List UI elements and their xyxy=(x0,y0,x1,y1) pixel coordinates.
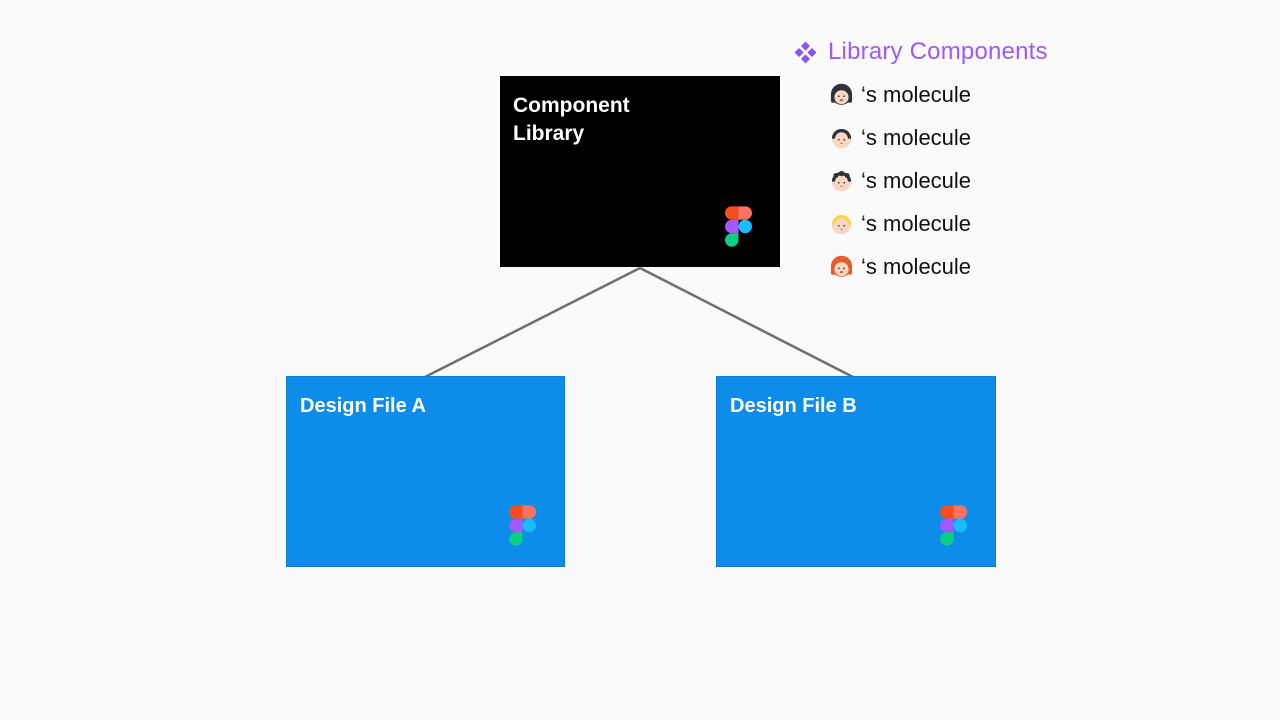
figma-logo-icon xyxy=(725,206,752,247)
legend-item: ‘s molecule xyxy=(828,124,1048,151)
avatar-woman-dark-hair-icon xyxy=(830,83,853,105)
avatar-person-dark-hair-icon xyxy=(831,128,852,149)
legend-header: Library Components xyxy=(792,38,1048,66)
figma-logo-icon xyxy=(940,505,967,546)
legend-item-label: ‘s molecule xyxy=(861,253,972,279)
legend-item-label: ‘s molecule xyxy=(861,167,972,193)
figma-logo-icon xyxy=(509,505,536,546)
design-file-a-title: Design File A xyxy=(300,395,426,417)
component-diamond-icon xyxy=(794,41,817,63)
legend-item-label: ‘s molecule xyxy=(861,124,972,150)
legend-item: ‘s molecule xyxy=(828,167,1048,194)
avatar-woman-red-hair-icon xyxy=(830,255,853,277)
legend-item: ‘s molecule xyxy=(828,253,1048,280)
connector-library-to-file-a xyxy=(424,266,641,379)
legend-item: ‘s molecule xyxy=(828,210,1048,237)
design-file-b-box[interactable]: Design File B xyxy=(716,376,996,567)
design-file-a-box[interactable]: Design File A xyxy=(286,376,565,567)
avatar-boy-curly-hair-icon xyxy=(831,170,852,192)
design-file-b-title: Design File B xyxy=(730,395,857,417)
legend-item: ‘s molecule xyxy=(828,81,1048,108)
component-library-title: Component Library xyxy=(513,94,630,145)
legend-item-label: ‘s molecule xyxy=(861,81,972,107)
legend-title: Library Components xyxy=(828,38,1048,65)
avatar-person-blond-hair-icon xyxy=(831,214,852,235)
library-components-panel: Library Components ‘s molecule xyxy=(792,38,1048,296)
legend-item-label: ‘s molecule xyxy=(861,210,972,236)
connector-library-to-file-b xyxy=(639,266,854,379)
component-library-box[interactable]: Component Library xyxy=(500,76,780,267)
legend-list: ‘s molecule ‘s molecule xyxy=(828,81,1048,280)
